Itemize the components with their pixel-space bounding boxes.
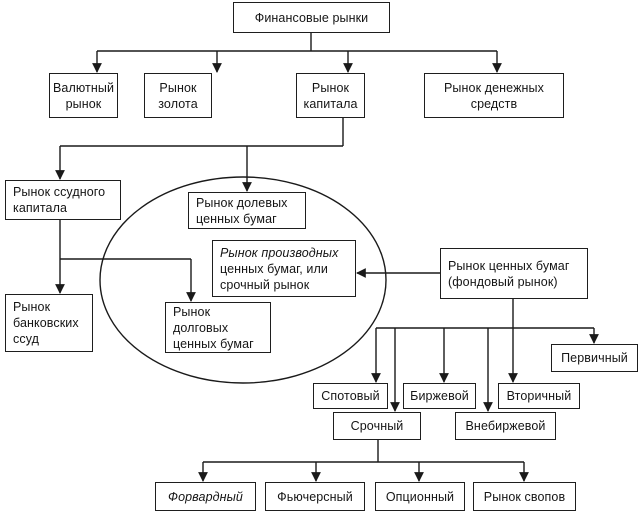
node-currency-market: Валютный рынок bbox=[49, 73, 118, 118]
node-options: Опционный bbox=[375, 482, 465, 511]
node-loan-capital-market: Рынок ссудного капитала bbox=[5, 180, 121, 220]
node-swaps: Рынок свопов bbox=[473, 482, 576, 511]
node-spot: Спотовый bbox=[313, 383, 388, 409]
derivatives-subtitle: ценных бумаг, или срочный рынок bbox=[220, 261, 328, 292]
node-financial-markets: Финансовые рынки bbox=[233, 2, 390, 33]
node-futures: Фьючерсный bbox=[265, 482, 365, 511]
node-forward-market: Срочный bbox=[333, 412, 421, 440]
derivatives-title: Рынок производных bbox=[220, 245, 339, 260]
securities-ellipse bbox=[99, 176, 387, 384]
node-otc: Внебиржевой bbox=[455, 412, 556, 440]
node-debt-securities-market: Рынок долговых ценных бумаг bbox=[165, 302, 271, 353]
node-capital-market: Рынок капитала bbox=[296, 73, 365, 118]
node-derivatives-market: Рынок производных ценных бумаг, или сроч… bbox=[212, 240, 356, 297]
node-secondary: Вторичный bbox=[498, 383, 580, 409]
node-exchange: Биржевой bbox=[403, 383, 476, 409]
node-money-market: Рынок денежных средств bbox=[424, 73, 564, 118]
node-forward: Форвардный bbox=[155, 482, 256, 511]
node-bank-loans-market: Рынок банковских ссуд bbox=[5, 294, 93, 352]
node-securities-market: Рынок ценных бумаг (фондовый рынок) bbox=[440, 248, 588, 299]
node-equity-securities-market: Рынок долевых ценных бумаг bbox=[188, 192, 306, 229]
node-primary: Первичный bbox=[551, 344, 638, 372]
forward-label: Форвардный bbox=[168, 489, 243, 504]
node-gold-market: Рынок золота bbox=[144, 73, 212, 118]
